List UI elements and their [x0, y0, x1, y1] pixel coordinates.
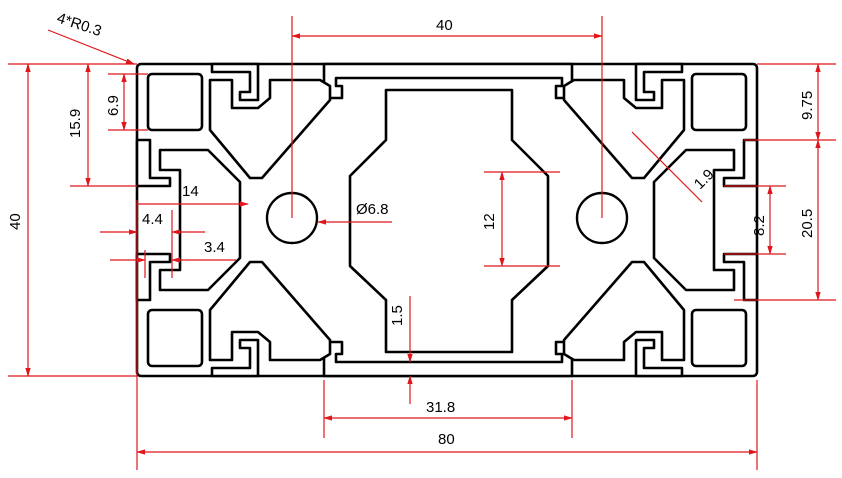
bottom-left-slot [210, 338, 260, 378]
aluminum-profile [135, 62, 759, 378]
dim-3-4: 3.4 [204, 239, 225, 256]
top-left-slot [210, 62, 260, 102]
left-side-chamber [158, 148, 242, 292]
left-upper-chamber [208, 78, 332, 180]
dim-overall-width: 80 [438, 431, 455, 448]
dim-slot-width: 31.8 [426, 399, 455, 416]
right-side-chamber [652, 148, 736, 292]
right-lower-chamber [562, 260, 686, 362]
corner-cavity-bottom-left [146, 308, 204, 368]
dim-20-5: 20.5 [799, 209, 816, 238]
dim-overall-height: 40 [7, 213, 24, 230]
dim-15-9: 15.9 [67, 109, 84, 138]
dim-14: 14 [182, 183, 199, 200]
dim-1-5: 1.5 [389, 305, 406, 326]
dimension-lines [8, 16, 836, 470]
corner-cavity-bottom-right [690, 308, 748, 368]
dimension-labels: 4*R0.3 40 40 15.9 6.9 14 4.4 3.4 Ø6.8 12… [7, 10, 816, 448]
corner-cavity-top-left [146, 72, 204, 132]
dim-4-4: 4.4 [142, 211, 163, 228]
dim-6-9: 6.9 [105, 95, 122, 116]
dim-top-width: 40 [436, 17, 453, 34]
left-lower-chamber [208, 260, 332, 362]
dim-8-2: 8.2 [751, 215, 768, 236]
corner-cavity-top-right [690, 72, 748, 132]
dim-9-75: 9.75 [799, 91, 816, 120]
dim-hole-diameter: Ø6.8 [356, 201, 389, 218]
top-right-slot [634, 62, 684, 102]
bottom-right-slot [634, 338, 684, 378]
dim-12: 12 [481, 213, 498, 230]
center-chamber [348, 88, 550, 354]
